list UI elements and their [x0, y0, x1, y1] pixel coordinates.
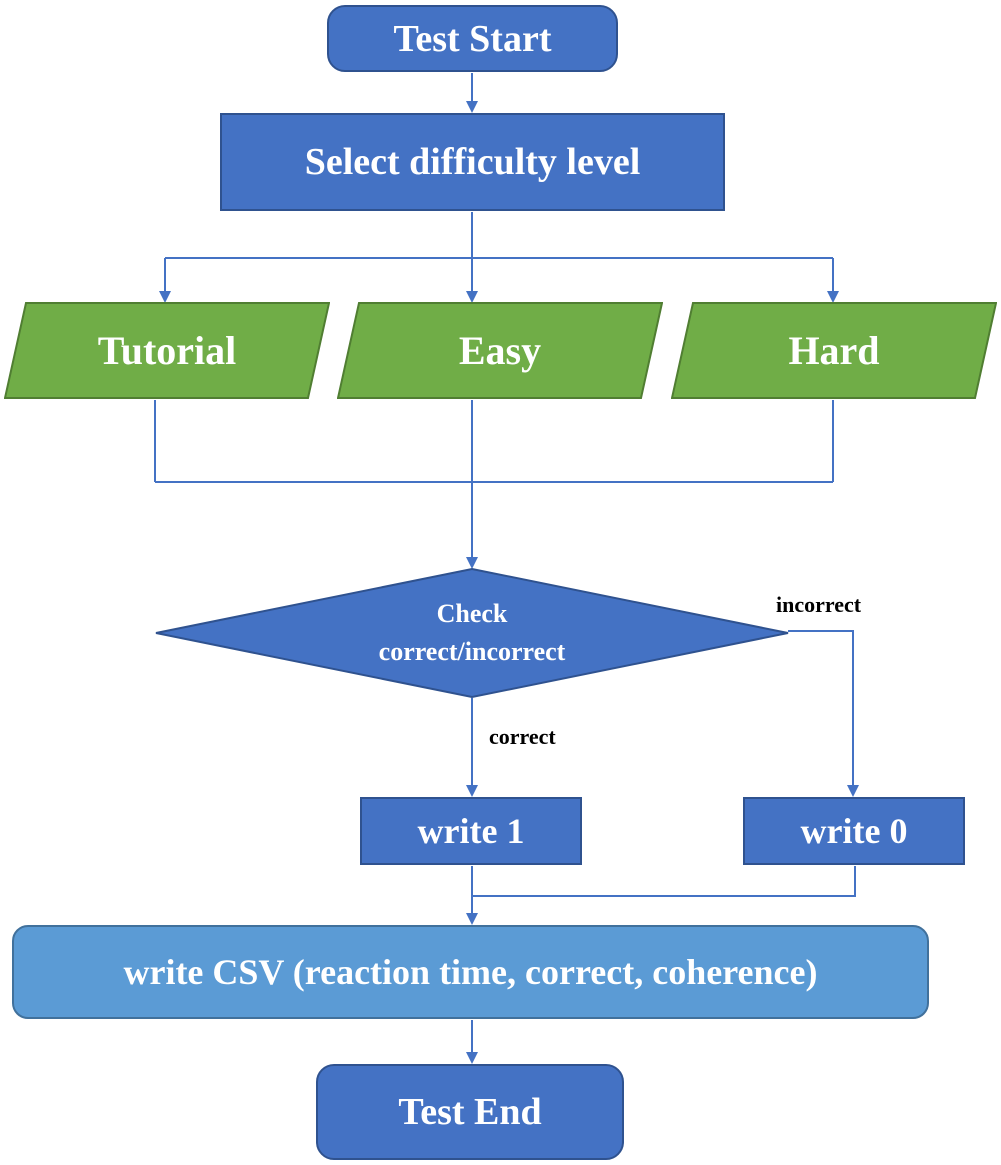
- incorrect-label: incorrect: [776, 592, 862, 617]
- correct-label: correct: [489, 724, 556, 749]
- easy-node: Easy: [337, 302, 663, 399]
- decision-line-2: correct/incorrect: [378, 637, 566, 666]
- decision-line-1: Check: [436, 599, 508, 628]
- easy-label: Easy: [458, 328, 542, 373]
- test-end-node: Test End: [316, 1064, 624, 1160]
- hard-node: Hard: [671, 302, 997, 399]
- select-difficulty-node: Select difficulty level: [220, 113, 725, 211]
- arrow-incorrect: [788, 630, 859, 797]
- write-1-node: write 1: [360, 797, 582, 865]
- write-0-node: write 0: [743, 797, 965, 865]
- hard-label: Hard: [788, 328, 880, 373]
- line-write0-merge: [472, 866, 856, 897]
- write-csv-node: write CSV (reaction time, correct, coher…: [12, 925, 929, 1019]
- tutorial-node: Tutorial: [4, 302, 330, 399]
- tutorial-label: Tutorial: [97, 328, 237, 373]
- test-start-node: Test Start: [327, 5, 618, 72]
- check-decision-node: Check correct/incorrect: [155, 568, 789, 698]
